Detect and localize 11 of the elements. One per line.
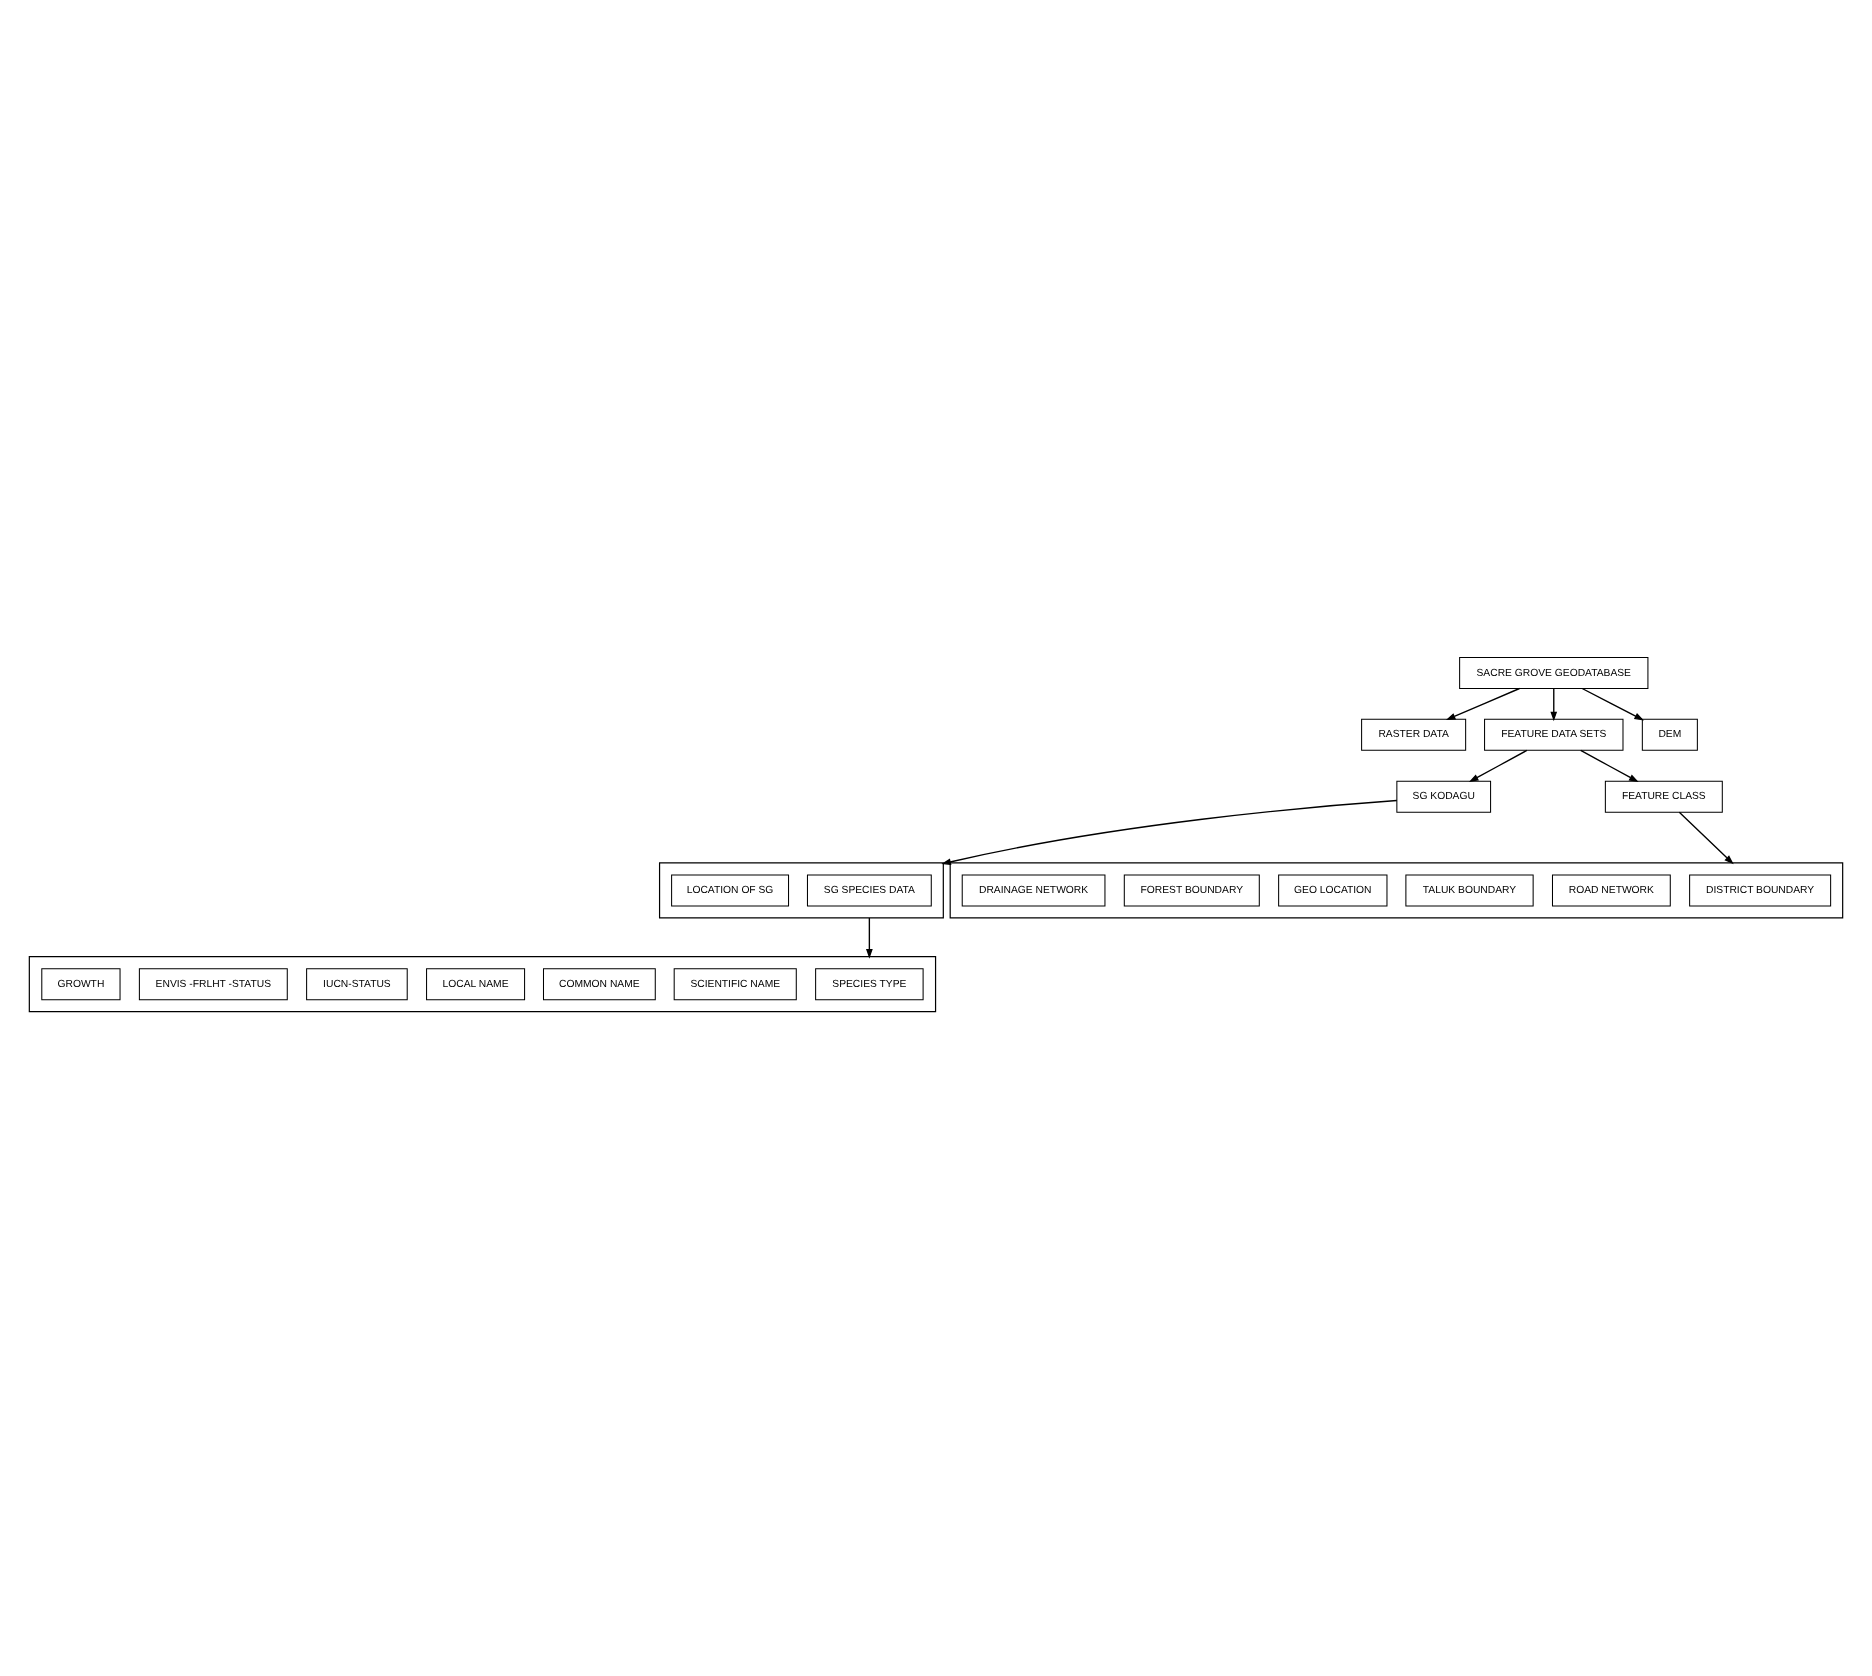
arrow: [1468, 749, 1528, 783]
arrow: [1550, 687, 1558, 722]
arrow: [1580, 749, 1639, 783]
cluster: [658, 862, 944, 919]
arrow: [1678, 811, 1734, 865]
arrow: [941, 799, 1398, 866]
cluster: [949, 862, 1844, 919]
arrow: [1445, 687, 1521, 721]
cluster: [28, 956, 937, 1013]
arrow: [1581, 687, 1644, 721]
arrow: [866, 917, 873, 959]
